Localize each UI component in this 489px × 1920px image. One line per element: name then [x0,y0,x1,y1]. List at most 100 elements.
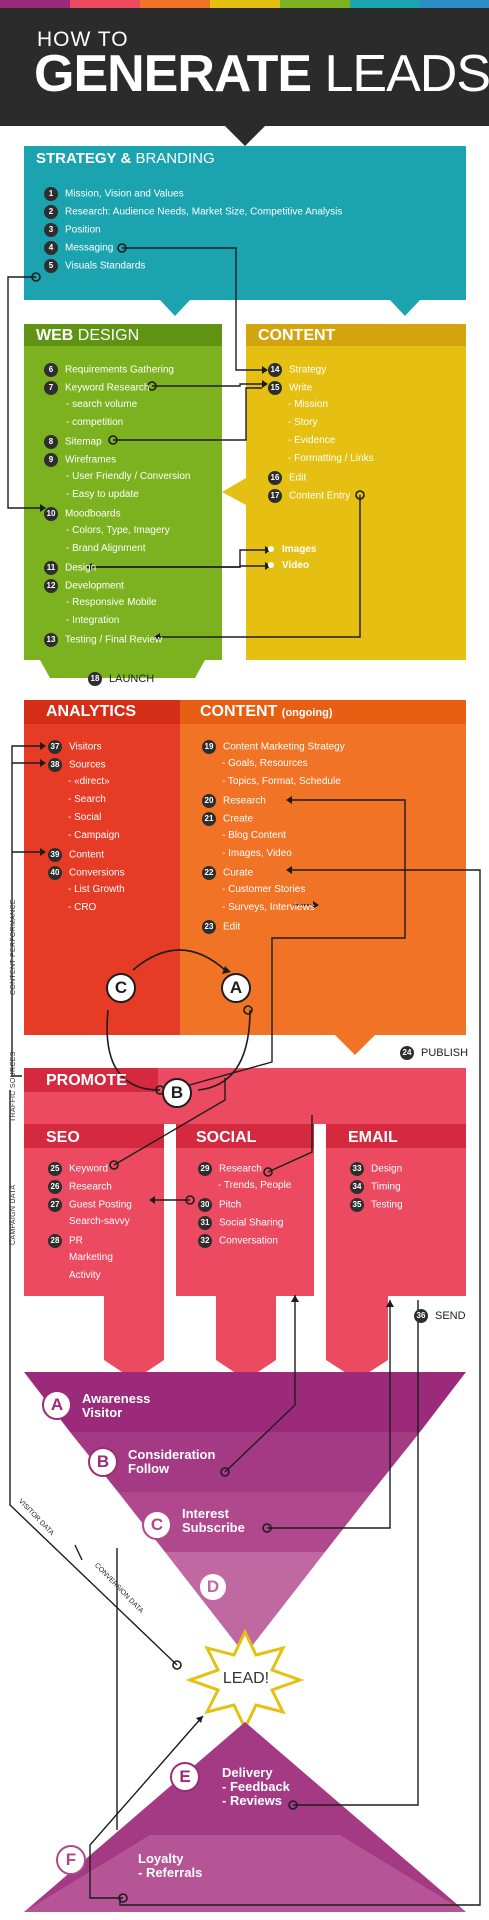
step-number: 1 [44,187,58,201]
list-item: 8 Sitemap [44,435,102,449]
step-number: 11 [44,561,58,575]
video-text: Video [282,560,310,571]
list-subitem: - Brand Alignment [66,543,146,554]
conversion-data-label: CONVERSION DATA [92,1562,145,1615]
step-number: 21 [202,812,216,826]
analytics-title: ANALYTICS [46,703,137,720]
step-number: 34 [350,1180,364,1194]
item-label: Curate [223,867,254,879]
webdesign-title-bold: WEB [36,327,74,344]
item-label: Sitemap [65,436,102,448]
item-label: Design [65,562,97,574]
list-subitem: - Topics, Format, Schedule [222,776,341,787]
funnel-c-circle: C [142,1510,172,1540]
item-label: Content [69,849,105,861]
step-number: 6 [44,363,58,377]
content-title: CONTENT [258,327,336,344]
item-label: Mission, Vision and Values [65,188,184,200]
item-label: Research [223,795,266,807]
funnel-c-line2: Subscribe [182,1520,245,1535]
item-label: Research [219,1163,262,1175]
color-strip-4 [210,0,280,8]
step-number: 20 [202,794,216,808]
funnel-a-line2: Visitor [82,1405,123,1420]
list-subitem: - Images, Video [222,848,292,859]
item-label: Development [65,580,124,592]
step-number: 8 [44,435,58,449]
list-item: 23 Edit [202,920,240,934]
step-number: 31 [198,1216,212,1230]
post-f-text: Loyalty - Referrals [138,1852,202,1880]
step-number: 17 [268,489,282,503]
list-item: 31 Social Sharing [198,1216,283,1230]
post-e-line1: Delivery [222,1765,273,1780]
funnel-c-line1: Interest [182,1506,229,1521]
funnel-b-line2: Follow [128,1461,170,1476]
funnel-a-circle: A [42,1390,72,1420]
step-number: 3 [44,223,58,237]
seo-title: SEO [46,1129,80,1146]
step-number: 2 [44,205,58,219]
cycle-c-circle: C [106,973,136,1003]
item-label: Sources [69,759,106,771]
step-number: 13 [44,633,58,647]
header-line1: HOW TO [37,28,129,51]
funnel-b-circle: B [88,1447,118,1477]
item-label: Strategy [289,364,327,376]
item-label: Edit [289,472,307,484]
step-number: 14 [268,363,282,377]
item-label: Content Entry [289,490,351,502]
item-label: Requirements Gathering [65,364,174,376]
funnel-b-text: Consideration Follow [128,1448,215,1476]
email-title: EMAIL [348,1129,398,1146]
content-performance-label: CONTENT PERFORMANCE [10,899,17,995]
step-number: 38 [48,758,62,772]
list-subitem: - Mission [288,399,329,410]
item-label: Create [223,813,254,825]
traffic-sources-label: TRAFFIC SOURCES [10,1051,17,1122]
step-number: 22 [202,866,216,880]
step-number: 23 [202,920,216,934]
video-dot [268,562,274,569]
list-subitem: - Surveys, Interviews [222,902,315,913]
list-item: 32 Conversation [198,1234,278,1248]
post-e-circle: E [170,1762,200,1792]
strategy-title-bold: STRATEGY & [36,150,132,167]
funnel-c-text: Interest Subscribe [182,1507,245,1535]
item-label: Social Sharing [219,1217,284,1229]
item-label: Research: Audience Needs, Market Size, C… [65,206,343,218]
list-subitem: - Customer Stories [222,884,306,895]
send-label: 36 SEND [414,1309,466,1323]
send-number: 36 [414,1309,428,1323]
item-label: Conversation [219,1235,278,1247]
post-e-line2: - Feedback [222,1779,290,1794]
funnel-d-circle: D [198,1572,228,1602]
list-subitem: - CRO [68,902,97,913]
social-title: SOCIAL [196,1129,257,1146]
send-text: SEND [435,1309,466,1322]
step-number: 16 [268,471,282,485]
step-number: 32 [198,1234,212,1248]
content-ongoing-title: CONTENT (ongoing) [200,703,332,721]
item-label: Position [65,224,101,236]
post-f-circle: F [56,1845,86,1875]
item-label: Edit [223,921,241,933]
step-number: 39 [48,848,62,862]
list-subitem: - List Growth [68,884,125,895]
item-label: Pitch [219,1199,242,1211]
strategy-title-thin: BRANDING [135,150,215,167]
item-label: Keyword [69,1163,108,1175]
list-item: 2 Research: Audience Needs, Market Size, … [44,205,342,219]
list-item: 22 Curate [202,866,253,880]
